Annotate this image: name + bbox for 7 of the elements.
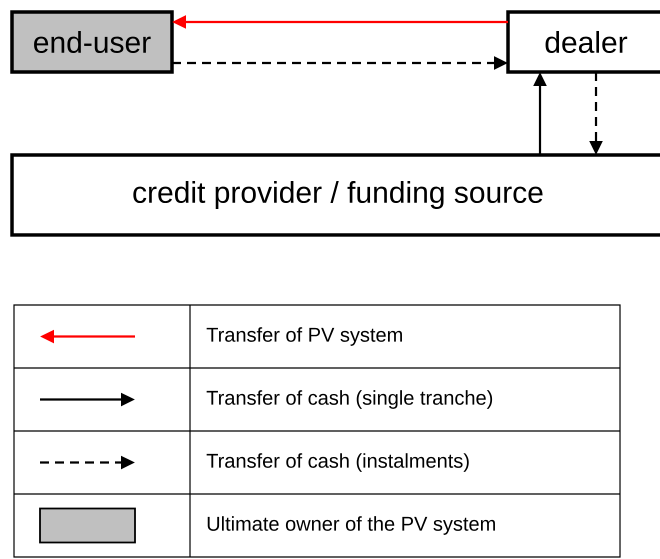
party-box: credit provider / funding source [10, 153, 660, 237]
legend-label: Transfer of PV system [206, 327, 402, 346]
party-box: dealer [506, 10, 660, 74]
legend-label: Ultimate owner of the PV system [208, 516, 495, 535]
ownership-box: end-user [10, 10, 174, 74]
legend-label: Transfer of cash (instalments) [206, 453, 469, 472]
legend-label: Transfer of cash (single tranche) [206, 390, 492, 409]
